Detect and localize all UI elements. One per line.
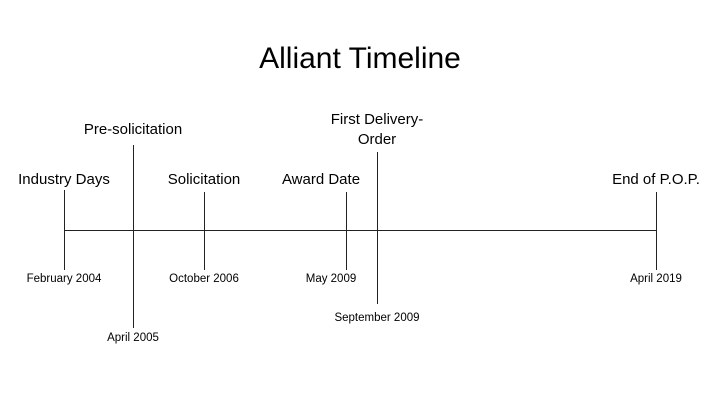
event-label-industry-days: Industry Days (18, 171, 110, 188)
event-tick-award-date (346, 192, 347, 270)
event-label-end-of-pop: End of P.O.P. (612, 171, 700, 188)
event-label-solicitation: Solicitation (167, 171, 241, 188)
event-label-pre-solicitation: Pre-solicitation (83, 121, 183, 138)
event-tick-end-of-pop (656, 192, 657, 270)
event-tick-pre-solicitation (133, 145, 134, 328)
timeline-title: Alliant Timeline (259, 42, 461, 75)
event-date-first-delivery-order: September 2009 (334, 312, 420, 324)
event-date-industry-days: February 2004 (26, 273, 102, 285)
event-tick-first-delivery-order (377, 152, 378, 304)
event-date-pre-solicitation: April 2005 (107, 332, 159, 344)
event-date-award-date: May 2009 (305, 273, 357, 285)
timeline-axis (64, 230, 657, 231)
event-date-solicitation: October 2006 (169, 273, 239, 285)
event-tick-solicitation (204, 192, 205, 270)
event-label-award-date: Award Date (281, 171, 361, 188)
event-date-end-of-pop: April 2019 (630, 273, 682, 285)
event-tick-industry-days (64, 190, 65, 270)
event-label-first-delivery-order: First Delivery-Order (330, 111, 424, 148)
